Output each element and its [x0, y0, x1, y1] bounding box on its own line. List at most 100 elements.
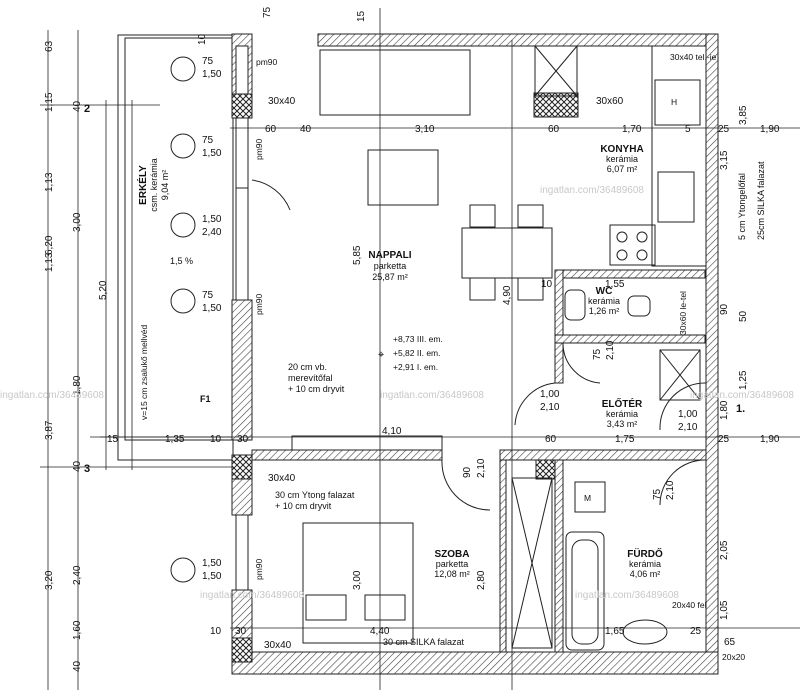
svg-text:2,40: 2,40 [202, 227, 222, 238]
svg-text:30x40: 30x40 [268, 96, 296, 107]
svg-text:+ 10 cm dryvit: + 10 cm dryvit [275, 501, 332, 511]
living-furniture [291, 49, 553, 451]
svg-text:1,50: 1,50 [202, 69, 222, 80]
svg-text:3,00: 3,00 [72, 212, 83, 232]
bedroom-furniture [302, 477, 553, 649]
m-label: M [584, 493, 591, 503]
wall-note-ytong: 30 cm Ytong falazat + 10 cm dryvit [275, 490, 355, 511]
svg-text:2,10: 2,10 [605, 340, 616, 360]
svg-text:30 cm Ytong falazat: 30 cm Ytong falazat [275, 490, 355, 500]
column [231, 93, 253, 119]
svg-text:60: 60 [548, 124, 560, 135]
wall-hall-left [554, 342, 564, 384]
le-tel-label: 30x60 le-tel [678, 291, 688, 335]
svg-text:1,65: 1,65 [605, 626, 625, 637]
room-furdo: FÜRDŐ kerámia 4,06 m² [627, 547, 663, 579]
svg-text:20x40 fel: 20x40 fel [672, 600, 707, 610]
room-erkely: ERKÉLY csm. kerámia 9,04 m² [136, 158, 170, 212]
svg-text:1,60: 1,60 [72, 620, 83, 640]
svg-text:+ 10 cm dryvit: + 10 cm dryvit [288, 384, 345, 394]
level-markers: +8,73 III. em. +5,82 II. em. +2,91 I. em… [378, 334, 443, 372]
svg-text:3,00: 3,00 [352, 570, 363, 590]
svg-text:1,75: 1,75 [615, 434, 635, 445]
svg-text:4,90: 4,90 [502, 285, 513, 305]
axis-marker-3: 3 [84, 463, 90, 475]
svg-text:3,85: 3,85 [738, 105, 749, 125]
svg-text:20 cm vb.: 20 cm vb. [288, 362, 327, 372]
svg-text:20x20: 20x20 [722, 652, 745, 662]
svg-text:25,87 m²: 25,87 m² [372, 272, 408, 282]
svg-text:50: 50 [738, 310, 749, 322]
svg-text:60: 60 [265, 124, 277, 135]
svg-text:12,08 m²: 12,08 m² [434, 569, 470, 579]
svg-text:75: 75 [202, 135, 214, 146]
wall-right [705, 33, 719, 675]
wall-wc-bottom [554, 334, 706, 344]
svg-text:1,26 m²: 1,26 m² [589, 306, 620, 316]
wall-wc [554, 269, 706, 279]
svg-text:+5,82 II. em.: +5,82 II. em. [393, 348, 441, 358]
svg-text:ingatlan.com/36489608: ingatlan.com/36489608 [575, 590, 679, 601]
room-szoba: SZOBA parketta 12,08 m² [434, 549, 470, 579]
svg-text:1,13: 1,13 [44, 252, 55, 272]
svg-text:30x40: 30x40 [268, 473, 296, 484]
wall-living-bedroom-2 [499, 449, 707, 461]
balcony-plants [170, 56, 196, 583]
svg-text:1,13: 1,13 [44, 172, 55, 192]
svg-text:40: 40 [72, 660, 83, 672]
svg-text:FÜRDŐ: FÜRDŐ [627, 547, 663, 560]
svg-text:10: 10 [197, 33, 208, 45]
svg-text:WC: WC [596, 286, 613, 297]
svg-text:ingatlan.com/36489608: ingatlan.com/36489608 [690, 390, 794, 401]
svg-text:merevítőfal: merevítőfal [288, 373, 333, 383]
svg-text:6,20: 6,20 [44, 235, 55, 255]
svg-text:25: 25 [718, 124, 730, 135]
svg-text:75: 75 [652, 488, 663, 500]
svg-text:1,50: 1,50 [202, 303, 222, 314]
svg-text:SZOBA: SZOBA [435, 549, 470, 560]
svg-text:1,90: 1,90 [760, 124, 780, 135]
svg-text:75: 75 [592, 348, 603, 360]
svg-text:10: 10 [210, 626, 222, 637]
axis-marker-2: 2 [84, 103, 90, 115]
misc-dims: 30x40 30x60 30x40 30x40 5,85 4,90 3,00 2… [264, 96, 707, 651]
svg-text:2,80: 2,80 [476, 570, 487, 590]
dimensions-right: 3,85 3,15 1,25 90 50 1,80 1,90 1,90 25 2… [690, 105, 780, 662]
svg-text:ingatlan.com/36489608: ingatlan.com/36489608 [540, 185, 644, 196]
svg-text:kerámia: kerámia [629, 559, 661, 569]
wall-bath [554, 459, 564, 653]
svg-text:1,25: 1,25 [738, 370, 749, 390]
svg-text:5,20: 5,20 [98, 280, 109, 300]
svg-text:1,00: 1,00 [540, 389, 560, 400]
left-dimension-lines [40, 30, 240, 690]
room-konyha: KONYHA kerámia 6,07 m² [600, 144, 643, 174]
f1-marker: F1 [200, 394, 211, 404]
svg-text:30: 30 [237, 434, 249, 445]
svg-text:2,40: 2,40 [72, 565, 83, 585]
svg-text:30x60: 30x60 [596, 96, 624, 107]
wall-wc-left [554, 269, 564, 341]
svg-text:2,10: 2,10 [476, 458, 487, 478]
svg-text:1,55: 1,55 [605, 279, 625, 290]
svg-text:2,10: 2,10 [540, 402, 560, 413]
wall-bottom [231, 651, 719, 675]
svg-text:+2,91 I. em.: +2,91 I. em. [393, 362, 438, 372]
column [533, 92, 579, 118]
doors [251, 179, 707, 511]
svg-text:25: 25 [690, 626, 702, 637]
svg-text:10: 10 [541, 279, 553, 290]
svg-text:ingatlan.com/36489608: ingatlan.com/36489608 [200, 590, 304, 601]
axis-marker-1: 1. [736, 403, 745, 415]
svg-text:2,10: 2,10 [665, 480, 676, 500]
wall-note-20cm: 20 cm vb. merevítőfal + 10 cm dryvit [288, 362, 345, 394]
svg-text:+8,73 III. em.: +8,73 III. em. [393, 334, 443, 344]
tel-ie-label: 30x40 tel.-ie [670, 52, 717, 62]
svg-text:kerámia: kerámia [588, 296, 620, 306]
svg-text:pm90: pm90 [256, 57, 278, 67]
pm90-labels: pm90 pm90 pm90 pm90 [254, 57, 278, 580]
bathroom-fixtures [564, 289, 701, 651]
svg-text:3,87: 3,87 [44, 420, 55, 440]
svg-text:90: 90 [719, 303, 730, 315]
svg-text:1,50: 1,50 [202, 571, 222, 582]
